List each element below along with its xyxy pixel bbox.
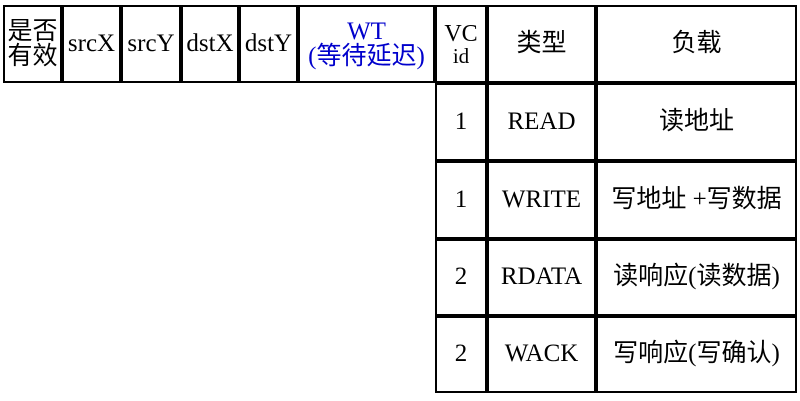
table-cell-type: WACK: [504, 340, 579, 368]
table-row-0-type: READ: [487, 83, 596, 161]
table-cell-payload: 读响应(读数据): [613, 263, 780, 291]
table-cell-vcid: 2: [454, 263, 468, 291]
table-row-1-vcid: 1: [435, 161, 487, 239]
flit-field-wt: WT (等待延迟): [298, 5, 435, 83]
table-cell-type: READ: [507, 107, 576, 135]
flit-field-dstx: dstX: [181, 5, 239, 83]
table-row-2-vcid: 2: [435, 239, 487, 316]
flit-field-srcx-label: srcX: [67, 29, 116, 57]
flit-field-wt-line2: (等待延迟): [308, 43, 425, 70]
flit-field-dstx-label: dstX: [186, 29, 234, 57]
flit-field-srcy-label: srcY: [127, 29, 175, 57]
table-row-1-payload: 写地址 +写数据: [596, 161, 797, 239]
table-cell-vcid: 1: [454, 107, 468, 135]
packet-col-header-vcid-line1: VC: [444, 20, 478, 47]
table-cell-vcid: 2: [454, 340, 468, 368]
packet-col-header-vcid-label: VC id: [444, 22, 477, 67]
table-row-0-vcid: 1: [435, 83, 487, 161]
flit-field-srcx: srcX: [62, 5, 121, 83]
flit-field-wt-label: WT (等待延迟): [308, 19, 425, 69]
table-row-2-type: RDATA: [487, 239, 596, 316]
packet-col-header-type-label: 类型: [516, 29, 567, 57]
table-cell-payload: 读地址: [658, 107, 734, 135]
packet-col-header-vcid: VC id: [435, 5, 487, 83]
packet-col-header-type: 类型: [487, 5, 596, 83]
table-row-1-type: WRITE: [487, 161, 596, 239]
packet-col-header-payload: 负载: [596, 5, 797, 83]
packet-col-header-payload-label: 负载: [671, 29, 722, 57]
flit-field-valid-line1: 是否: [7, 18, 58, 45]
table-cell-type: RDATA: [500, 263, 583, 291]
flit-field-wt-line1: WT: [347, 18, 386, 45]
table-row-3-vcid: 2: [435, 316, 487, 393]
flit-field-dsty-label: dstY: [244, 29, 293, 57]
table-cell-payload: 写响应(写确认): [613, 340, 780, 368]
table-row-2-payload: 读响应(读数据): [596, 239, 797, 316]
table-row-3-payload: 写响应(写确认): [596, 316, 797, 393]
table-row-0-payload: 读地址: [596, 83, 797, 161]
flit-field-valid-line2: 有效: [7, 43, 58, 70]
flit-field-dsty: dstY: [239, 5, 298, 83]
table-cell-type: WRITE: [501, 185, 582, 213]
flit-field-valid-label: 是否 有效: [7, 19, 57, 69]
table-row-3-type: WACK: [487, 316, 596, 393]
packet-col-header-vcid-line2: id: [452, 43, 470, 68]
flit-field-srcy: srcY: [121, 5, 181, 83]
table-cell-vcid: 1: [454, 185, 468, 213]
table-cell-payload: 写地址 +写数据: [611, 185, 782, 213]
flit-field-valid: 是否 有效: [3, 5, 62, 83]
